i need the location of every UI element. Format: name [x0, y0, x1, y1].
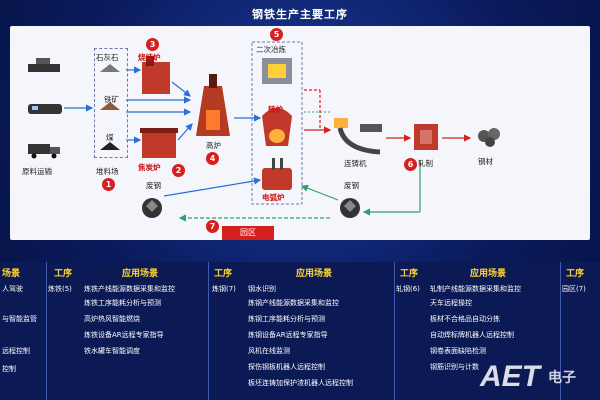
process-header: 工序	[54, 269, 73, 279]
scene-cell: 自动焊标牌机器人远程控制	[430, 331, 514, 339]
train-icon	[28, 104, 62, 114]
step-badge: 7	[206, 220, 219, 233]
rolling-label: 轧制	[418, 159, 433, 168]
scene-cell: 高炉热风智能燃烧	[84, 315, 140, 323]
crane-left-icon	[142, 198, 162, 218]
process-header: 工序	[566, 269, 585, 279]
process-header: 工序	[400, 269, 419, 279]
step-badge: 1	[102, 178, 115, 191]
step-badge: 5	[270, 28, 283, 41]
crane-right-icon	[340, 198, 360, 218]
ship-icon	[28, 58, 60, 72]
park-label: 园区	[222, 226, 274, 240]
iron-ore-label: 铁矿	[104, 95, 119, 104]
column-divider	[560, 262, 561, 400]
coke-label: 焦炭炉	[138, 163, 161, 172]
svg-text:电子: 电子	[548, 369, 576, 386]
step-badge: 3	[146, 38, 159, 51]
step-badge: 6	[404, 158, 417, 171]
column-divider	[46, 262, 47, 400]
svg-text:AET: AET	[479, 360, 543, 393]
column-divider	[394, 262, 395, 400]
steel-label: 钢材	[478, 157, 493, 166]
limestone-label: 石灰石	[96, 53, 119, 62]
scene-cell: 轧制产线能源数据采集和监控	[430, 285, 521, 293]
scene-cell: 远程控制	[2, 347, 30, 355]
arc-furnace-icon	[262, 158, 292, 190]
scene-cell: 炼钢工序能耗分析与预测	[248, 315, 325, 323]
scene-cell: 钢卷表面缺陷检测	[430, 347, 486, 355]
secondary-refining-icon	[262, 58, 292, 84]
scene-cell: 钢水识别	[248, 285, 276, 293]
blast-furnace-icon	[196, 74, 230, 136]
caster-label: 连铸机	[344, 159, 367, 168]
scene-cell: 炼钢设备AR远程专家指导	[248, 331, 328, 339]
scene-cell: 炼钢产线能源数据采集和监控	[248, 299, 339, 307]
caster-icon	[334, 118, 382, 155]
scene-header: 场景	[2, 269, 21, 279]
stockyard-box	[94, 48, 128, 158]
process-cell: 园区(7)	[562, 285, 586, 293]
truck-icon	[28, 144, 60, 159]
scene-cell: 控制	[2, 365, 16, 373]
scenario-table	[0, 262, 600, 400]
converter-icon	[262, 108, 292, 146]
coke-oven-icon	[140, 128, 178, 158]
scene-cell: 板材不合格品自动分拣	[430, 315, 500, 323]
scene-cell: 天车远程操控	[430, 299, 472, 307]
scene-cell: 探伤钢板机器人远程控制	[248, 363, 325, 371]
process-cell: 炼钢(7)	[212, 285, 236, 293]
scene-cell: 板坯连铸加保护渣机器人远程控制	[248, 379, 353, 387]
step-badge: 2	[172, 164, 185, 177]
converter-label: 转炉	[268, 105, 283, 114]
arc-furnace-label: 电弧炉	[262, 193, 285, 202]
sinter-label: 烧结炉	[138, 53, 161, 62]
scene-cell: 钢筋识别与计数	[430, 363, 479, 371]
stockyard-label: 堆料场	[96, 167, 119, 176]
process-cell: 炼铁(5)	[48, 285, 72, 293]
scene-cell: 风机在线监测	[248, 347, 290, 355]
crane-left-label: 废钢	[146, 181, 161, 190]
process-header: 工序	[214, 269, 233, 279]
scene-header: 应用场景	[470, 269, 507, 279]
scene-cell: 炼铁产线能源数据采集和监控	[84, 285, 175, 293]
stockyard-piles	[100, 64, 120, 150]
step-badge: 4	[206, 152, 219, 165]
steel-product-icon	[478, 128, 500, 147]
scene-header: 应用场景	[122, 269, 159, 279]
aet-logo: AET 电子	[479, 360, 576, 393]
sinter-plant-icon	[142, 56, 170, 94]
page-title: 钢铁生产主要工序	[252, 8, 348, 21]
raw-transport-label: 原料运输	[22, 167, 52, 176]
process-cell: 轧钢(6)	[396, 285, 420, 293]
blast-furnace-label: 高炉	[206, 141, 221, 150]
rolling-mill-icon	[414, 124, 438, 150]
scene-cell: 人驾驶	[2, 285, 23, 293]
flow-diagram	[28, 41, 500, 222]
scene-cell: 铁水罐车智能调度	[84, 347, 140, 355]
scene-cell: 与智能监管	[2, 315, 37, 323]
scene-cell: 炼铁工序能耗分析与预测	[84, 299, 161, 307]
scene-header: 应用场景	[296, 269, 333, 279]
coal-label: 煤	[106, 133, 114, 142]
secondary-refining-label: 二次冶炼	[256, 45, 286, 54]
column-divider	[208, 262, 209, 400]
crane-right-label: 废钢	[344, 181, 359, 190]
scene-cell: 炼铁设备AR远程专家指导	[84, 331, 164, 339]
